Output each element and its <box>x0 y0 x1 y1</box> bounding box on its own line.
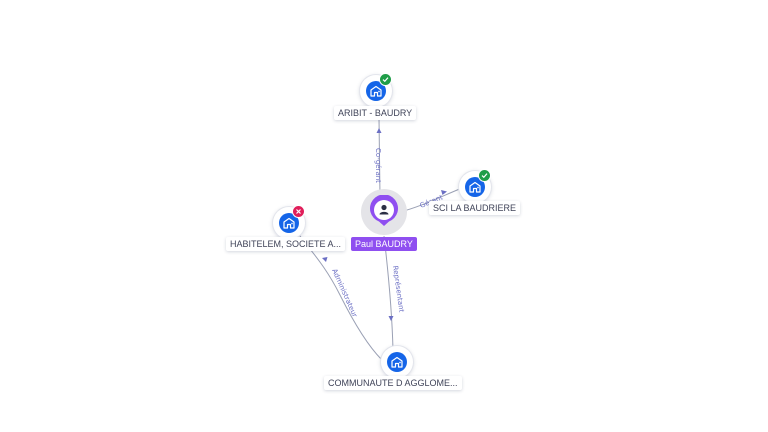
edge-arrow <box>441 190 447 195</box>
closed-x-icon <box>292 205 305 218</box>
edge-arrow <box>322 257 328 262</box>
company-label-habitelem: HABITELEM, SOCIETE A... <box>226 237 346 251</box>
person-label: Paul BAUDRY <box>351 237 417 251</box>
building-icon <box>465 177 485 197</box>
edge-label-representant: Représentant <box>391 265 405 313</box>
company-label-sci: SCI LA BAUDRIERE <box>429 201 521 215</box>
building-icon <box>279 213 299 233</box>
active-check-icon <box>478 169 491 182</box>
building-icon <box>387 352 407 372</box>
edge-label-administrateur: Administrateur <box>330 268 359 319</box>
edge-label-co-gerant: Co-gérant <box>374 148 382 183</box>
edge-arrow <box>376 128 382 133</box>
active-check-icon <box>379 73 392 86</box>
edge-line <box>383 235 394 351</box>
company-label-communaute: COMMUNAUTE D AGGLOME... <box>324 376 462 390</box>
edge-administrateur: Administrateur <box>296 231 383 361</box>
edge-representant: Représentant <box>383 235 406 351</box>
person-pin-icon <box>370 195 398 226</box>
edge-co-gerant: Co-gérant <box>374 117 382 198</box>
company-label-aribit: ARIBIT - BAUDRY <box>334 106 417 120</box>
building-icon <box>366 81 386 101</box>
person-icon <box>379 204 389 215</box>
edge-line <box>296 231 383 361</box>
edge-arrow <box>388 316 394 321</box>
